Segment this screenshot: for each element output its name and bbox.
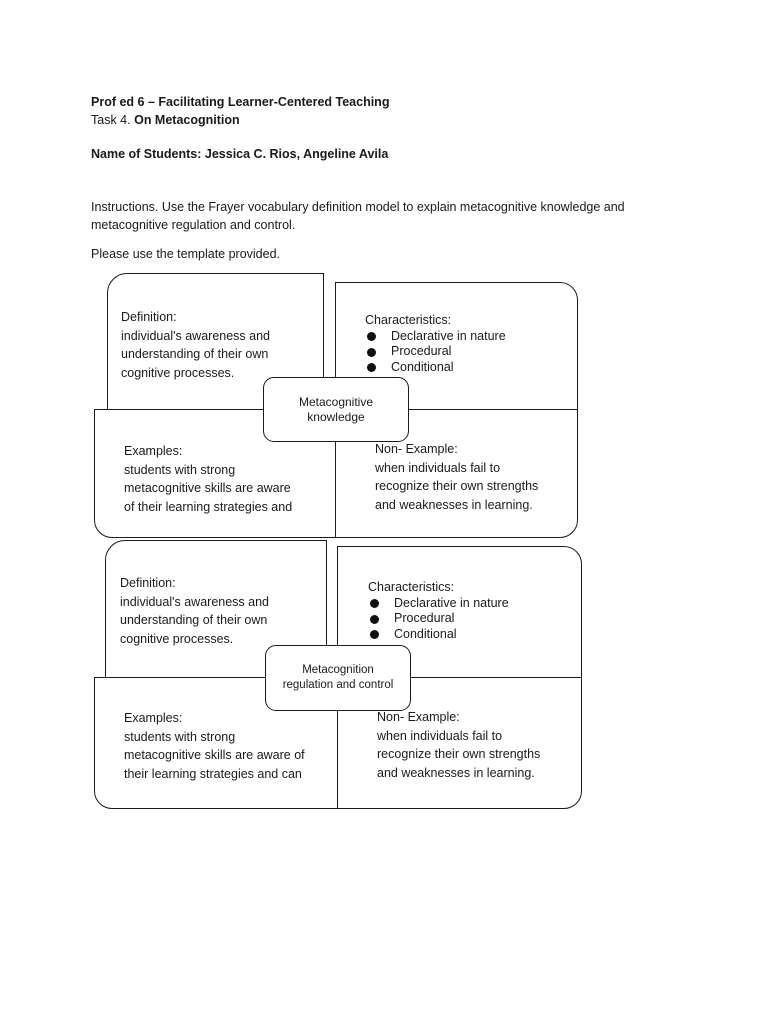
examples-label: Examples: — [124, 444, 183, 458]
characteristics-list: Declarative in nature Procedural Conditi… — [368, 596, 509, 643]
non-example-label: Non- Example: — [377, 710, 460, 724]
examples-label: Examples: — [124, 711, 183, 725]
task-prefix: Task 4. — [91, 113, 131, 127]
definition-text: cognitive processes. — [121, 365, 235, 380]
center-term: Metacognition — [302, 664, 374, 676]
non-example-text: when individuals fail to — [377, 728, 503, 743]
non-example-text: and weaknesses in learning. — [377, 765, 535, 780]
characteristic-item: Conditional — [365, 360, 506, 376]
characteristic-item: Procedural — [368, 611, 509, 627]
non-example-text: recognize their own strengths — [377, 747, 541, 761]
student-names: Name of Students: Jessica C. Rios, Angel… — [91, 147, 389, 161]
task-line: Task 4. On Metacognition — [91, 112, 240, 128]
center-term: Metacognitive — [298, 394, 374, 409]
task-title: On Metacognition — [134, 113, 240, 127]
examples-text: students with strong — [124, 729, 236, 744]
center-term-box: Metacognition regulation and control — [265, 645, 411, 711]
non-example-label: Non- Example: — [375, 442, 458, 456]
definition-text: individual's awareness and — [121, 328, 271, 343]
characteristics-label: Characteristics: — [368, 580, 455, 594]
center-term: regulation and control — [282, 679, 394, 691]
instructions-line-2: metacognitive regulation and control. — [91, 218, 296, 232]
characteristics-label: Characteristics: — [365, 313, 452, 327]
definition-text: understanding of their own — [120, 613, 268, 627]
characteristic-item: Procedural — [365, 344, 506, 360]
center-term-box: Metacognitive knowledge — [263, 377, 409, 442]
definition-label: Definition: — [120, 576, 176, 590]
examples-text: their learning strategies and can — [124, 766, 302, 781]
non-example-text: when individuals fail to — [375, 460, 501, 475]
examples-text: metacognitive skills are aware — [124, 481, 291, 495]
template-note: Please use the template provided. — [91, 247, 281, 261]
definition-text: individual's awareness and — [120, 594, 270, 609]
examples-text: metacognitive skills are aware of — [124, 748, 305, 762]
characteristic-item: Declarative in nature — [368, 596, 509, 612]
non-example-text: recognize their own strengths — [375, 479, 539, 493]
definition-text: cognitive processes. — [120, 631, 234, 646]
characteristics-list: Declarative in nature Procedural Conditi… — [365, 329, 506, 376]
definition-box: Definition: individual's awareness and u… — [107, 273, 324, 411]
non-example-box: Non- Example: when individuals fail to r… — [335, 409, 578, 538]
non-example-text: and weaknesses in learning. — [375, 497, 533, 512]
characteristic-item: Declarative in nature — [365, 329, 506, 345]
definition-label: Definition: — [121, 310, 177, 324]
characteristic-item: Conditional — [368, 627, 509, 643]
definition-text: understanding of their own — [121, 347, 269, 361]
center-term: knowledge — [307, 409, 365, 424]
course-title: Prof ed 6 – Facilitating Learner-Centere… — [91, 95, 390, 109]
examples-text: students with strong — [124, 462, 236, 477]
instructions-line-1: Instructions. Use the Frayer vocabulary … — [91, 200, 625, 214]
examples-text: of their learning strategies and — [124, 499, 293, 514]
